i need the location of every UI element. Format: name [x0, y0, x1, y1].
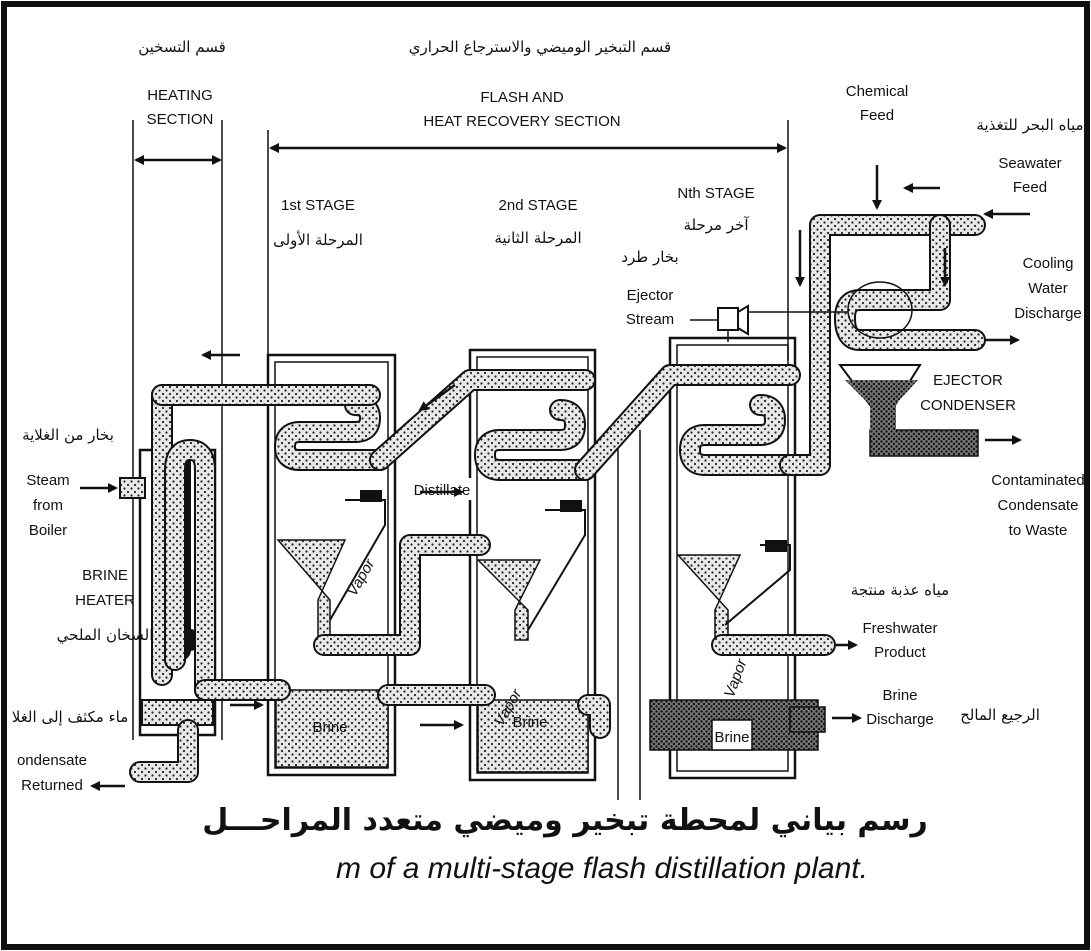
stagen-vapor-label: Vapor: [721, 656, 751, 700]
caption-arabic: رسم بياني لمحطة تبخير وميضي متعدد المراح…: [202, 803, 927, 838]
stage1-demister: [329, 499, 386, 621]
condensate-label-2: Returned: [21, 777, 83, 794]
stagen-inner: [676, 344, 789, 772]
condensate-label-1: ondensate: [17, 752, 87, 769]
chemical-feed-label-2: Feed: [860, 107, 894, 124]
ejector-nozzle: [737, 304, 749, 336]
stage2-label: 2nd STAGE: [499, 197, 578, 214]
stage1-distillate-tray: [276, 539, 347, 641]
stage1-demister-block: [360, 490, 382, 502]
cooling-label-3: Discharge: [1014, 305, 1082, 322]
cooling-label-2: Water: [1028, 280, 1067, 297]
brine-heater-outlet-pool: [141, 699, 214, 726]
stage1-label-ar: المرحلة الأولى: [273, 230, 363, 249]
ejector-condenser-hopper: [845, 380, 918, 405]
stage2-demister: [527, 509, 586, 631]
flash-section-title-1: FLASH AND: [480, 89, 564, 106]
stage1-label: 1st STAGE: [281, 197, 355, 214]
stage1-vapor-label: Vapor: [344, 556, 379, 600]
stage1-brine-pool: [275, 689, 389, 768]
brine-discharge-label-1: Brine: [882, 687, 917, 704]
stage2-brine-pool: [477, 699, 589, 773]
caption-english: m of a multi-stage flash distillation pl…: [336, 852, 868, 885]
ejector-label-2: Stream: [626, 311, 674, 328]
steam-label-ar: بخار من الغلاية: [22, 426, 114, 444]
stage1-shell: [266, 353, 397, 777]
ejector-condenser-loop-fill: [836, 216, 984, 349]
stage2-label-ar: المرحلة الثانية: [494, 229, 581, 247]
stagen-label-ar: آخر مرحلة: [683, 216, 749, 234]
ejector-condenser-label-1: EJECTOR: [933, 372, 1003, 389]
cooling-label-1: Cooling: [1023, 255, 1074, 272]
seawater-label-ar: مياه البحر للتغذية: [976, 116, 1083, 134]
stage2-demister-block: [560, 500, 582, 512]
stagen-brine-box: [711, 719, 753, 751]
contaminated-label-1: Contaminated: [991, 472, 1084, 489]
brine-discharge-label-ar: الرجيع المالح: [960, 706, 1040, 724]
brine-discharge-label-2: Discharge: [866, 711, 934, 728]
seawater-label-1: Seawater: [998, 155, 1061, 172]
heating-section-title-ar: قسم التسخين: [138, 38, 226, 56]
stage1-inner: [274, 361, 389, 769]
stagen-label: Nth STAGE: [677, 185, 754, 202]
brine-heater-label-ar: السخان الملحي: [57, 626, 154, 645]
flash-section-title-2: HEAT RECOVERY SECTION: [423, 113, 620, 130]
brine-recirc-tube-fill: [153, 216, 984, 479]
brine-heater-label-1: BRINE: [82, 567, 128, 584]
heating-section-title-1: HEATING: [147, 87, 213, 104]
brine-heater-label-2: HEATER: [75, 592, 135, 609]
stage2-to-stagen-brine-pipe-fill: [579, 696, 609, 737]
ejector-body: [717, 307, 739, 331]
freshwater-label-2: Product: [874, 644, 927, 661]
freshwater-label-ar: مياه عذبة منتجة: [851, 581, 949, 599]
stage2-brine-label: Brine: [512, 714, 547, 731]
ejector-label-1: Ejector: [627, 287, 674, 304]
steam-label-2: from: [33, 497, 63, 514]
seawater-label-2: Feed: [1013, 179, 1047, 196]
steam-inlet-stub: [119, 477, 146, 499]
stage2-condenser-bundle-fill: [476, 401, 594, 479]
stagen-shell: [668, 336, 797, 780]
stagen-brine-label: Brine: [714, 729, 749, 746]
contaminated-label-2: Condensate: [998, 497, 1079, 514]
distillate-pipe-1-fill: [315, 536, 489, 654]
ejector-condenser-label-2: CONDENSER: [920, 397, 1016, 414]
ejector-condenser-dome: [847, 281, 913, 339]
stagen-condenser-bundle-fill: [681, 396, 799, 474]
flash-section-title-ar: قسم التبخير الوميضي والاسترجاع الحراري: [409, 38, 671, 57]
contaminated-label-3: to Waste: [1009, 522, 1068, 539]
stage1-brine-label: Brine: [312, 719, 347, 736]
ejector-condenser-loop: [834, 214, 986, 351]
stage1-condenser-bundle-fill: [276, 396, 389, 469]
brine-heater-serpentine-fill: [166, 441, 214, 699]
steam-label-3: Boiler: [29, 522, 67, 539]
condensate-return-pipe-fill: [131, 721, 197, 781]
stage2-inner: [476, 356, 589, 774]
stage2-distillate-tray: [476, 559, 542, 641]
flow-arrow-stage2-top: [418, 383, 456, 412]
contaminated-condensate-drop: [870, 405, 896, 435]
brine-discharge-pipe: [789, 706, 826, 733]
stagen-distillate-tray: [676, 554, 742, 641]
distillate-label: Distillate: [414, 482, 471, 499]
stagen-demister-block: [765, 540, 787, 552]
condensate-label-ar: ماء مكثف إلى الغلا: [12, 708, 129, 726]
heating-section-title-2: SECTION: [147, 111, 214, 128]
steam-label-1: Steam: [26, 472, 69, 489]
freshwater-label-1: Freshwater: [862, 620, 937, 637]
ejector-label-ar: بخار طرد: [621, 248, 678, 266]
stage2-shell: [468, 348, 597, 782]
chemical-feed-label-1: Chemical: [846, 83, 909, 100]
